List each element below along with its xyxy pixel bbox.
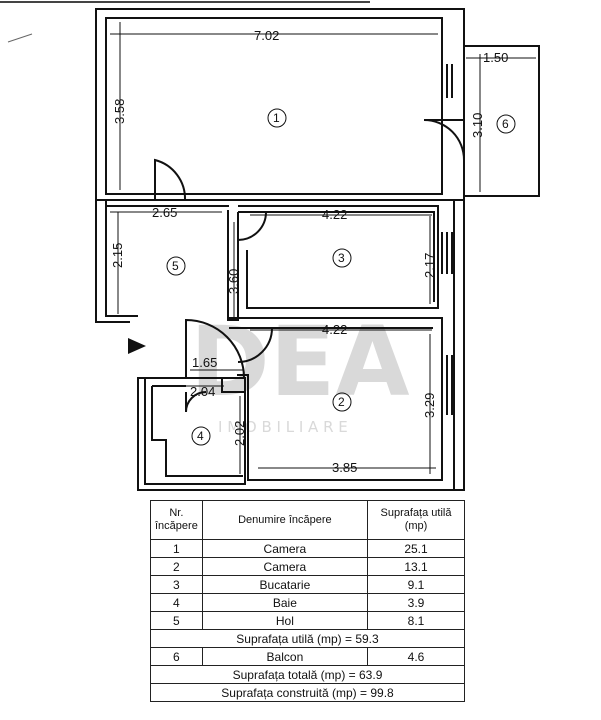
room-number-3: 3: [338, 251, 345, 265]
useful-total-row: Suprafața utilă (mp) = 59.3: [150, 629, 465, 648]
row-name: Camera: [201, 539, 369, 558]
row-nr: 1: [150, 539, 203, 558]
dim-balcony-width: 1.50: [483, 50, 508, 65]
useful-total: Suprafața utilă (mp) = 59.3: [150, 629, 465, 648]
dim-entry-width: 1.65: [192, 355, 217, 370]
total-row: Suprafața totală (mp) = 63.9: [150, 665, 465, 684]
row-area: 4.6: [367, 647, 465, 666]
row-area: 13.1: [367, 557, 465, 576]
table-row: 2 Camera 13.1: [150, 557, 465, 576]
dim-room2-bottom-width: 3.85: [332, 460, 357, 475]
row-area: 9.1: [367, 575, 465, 594]
room-number-5: 5: [172, 259, 179, 273]
row-nr: 2: [150, 557, 203, 576]
dim-hall-height: 2.15: [110, 243, 125, 268]
room-area-table: Nr. încăpere Denumire încăpere Suprafața…: [150, 500, 465, 702]
table-row: 5 Hol 8.1: [150, 611, 465, 630]
room-number-6: 6: [502, 117, 509, 131]
row-area: 25.1: [367, 539, 465, 558]
room-number-4: 4: [197, 429, 204, 443]
balcony-row: 6 Balcon 4.6: [150, 647, 465, 666]
header-area: Suprafața utilă (mp): [367, 500, 465, 540]
dim-room3-width: 4.22: [322, 207, 347, 222]
total-area: Suprafața totală (mp) = 63.9: [150, 665, 465, 684]
built-area: Suprafața construită (mp) = 99.8: [150, 683, 465, 702]
door-room3: [237, 211, 268, 241]
dim-room2-top-width: 4.22: [322, 322, 347, 337]
room-number-1: 1: [273, 111, 280, 125]
entry-arrow-icon: [128, 338, 146, 354]
row-name: Camera: [201, 557, 369, 576]
row-nr: 3: [150, 575, 203, 594]
row-nr: 6: [150, 647, 203, 666]
room1-outline: [95, 8, 465, 201]
room-number-2: 2: [338, 395, 345, 409]
dim-balcony-height: 3.10: [470, 113, 485, 138]
table-row: 3 Bucatarie 9.1: [150, 575, 465, 594]
row-name: Hol: [201, 611, 369, 630]
dim-room3-height: 2.17: [422, 253, 437, 278]
table-row: 4 Baie 3.9: [150, 593, 465, 612]
dim-room1-height: 3.58: [112, 99, 127, 124]
row-name: Balcon: [201, 647, 369, 666]
row-area: 8.1: [367, 611, 465, 630]
door-bath: [185, 391, 207, 413]
row-nr: 4: [150, 593, 203, 612]
watermark-subtitle: I M O B I L I A R E: [218, 418, 348, 436]
dim-room1-width: 7.02: [254, 28, 279, 43]
row-name: Bucatarie: [201, 575, 369, 594]
table-row: 1 Camera 25.1: [150, 539, 465, 558]
row-nr: 5: [150, 611, 203, 630]
dimension-lines: [110, 22, 536, 474]
door-balcony: [423, 119, 465, 161]
row-name: Baie: [201, 593, 369, 612]
walls: [95, 8, 540, 491]
header-nr: Nr. încăpere: [150, 500, 203, 540]
row-area: 3.9: [367, 593, 465, 612]
door-entry: [185, 318, 245, 379]
table-header-row: Nr. încăpere Denumire încăpere Suprafața…: [150, 500, 465, 540]
watermark: DEA I M O B I L I A R E: [190, 306, 410, 436]
dim-room2-height: 3.29: [422, 393, 437, 418]
door-room1: [154, 158, 187, 201]
dim-hall-width: 2.65: [152, 205, 177, 220]
dim-bath-width: 2.04: [190, 384, 215, 399]
dim-hall-length: 3.60: [226, 269, 241, 294]
built-row: Suprafața construită (mp) = 99.8: [150, 683, 465, 702]
bath-outline: [144, 377, 246, 485]
watermark-logo: DEA: [190, 306, 410, 418]
dim-bath-height: 2.02: [232, 421, 247, 446]
floor-plan: DEA I M O B I L I A R E: [0, 1, 540, 491]
header-name: Denumire încăpere: [201, 500, 369, 540]
